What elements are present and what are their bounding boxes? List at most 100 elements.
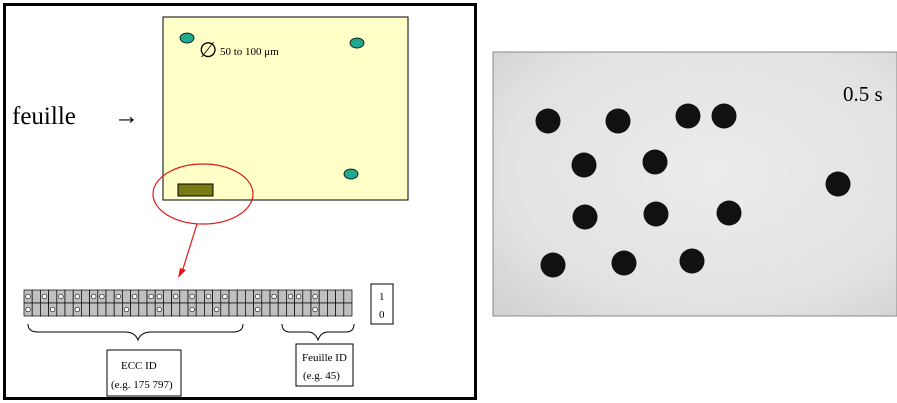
code-bit-mark (74, 306, 80, 313)
code-cell (122, 289, 131, 304)
highlight-ellipse (152, 163, 254, 225)
ecc-id-example: (e.g. 175 797) (111, 379, 173, 391)
code-bit-mark (25, 306, 31, 313)
code-cell (302, 302, 312, 317)
code-bit-mark (123, 306, 130, 313)
code-cell (269, 302, 279, 317)
code-cell (31, 289, 41, 304)
code-cell (48, 289, 58, 304)
code-cell (277, 289, 287, 304)
code-cell (179, 302, 189, 317)
code-cell (179, 289, 189, 304)
exposure-dot (711, 103, 737, 129)
code-cell (228, 302, 238, 317)
code-bit-mark (255, 306, 261, 313)
code-cell (286, 302, 295, 317)
exposure-dot (825, 171, 851, 197)
code-bit-mark (115, 293, 121, 300)
code-cell (261, 302, 271, 317)
feuille-id-brace (281, 323, 355, 342)
code-bit-mark (173, 293, 179, 300)
code-cell (81, 289, 90, 304)
exposure-dot (540, 252, 566, 278)
code-cell (40, 302, 49, 317)
exposure-dot (716, 200, 742, 226)
emulsion-sheet (162, 16, 409, 201)
exposure-dot (675, 103, 701, 129)
code-cell (245, 302, 254, 317)
code-cell (294, 302, 304, 317)
code-bit-mark (25, 293, 31, 300)
code-cell (138, 289, 148, 304)
code-cell (212, 289, 222, 304)
code-cell (64, 302, 74, 317)
code-cell (105, 289, 115, 304)
highlight-pointer-head (178, 268, 186, 278)
code-cell (220, 302, 230, 317)
code-bit-mark (41, 293, 48, 300)
feuille-id-label: Feuille ID (302, 352, 347, 364)
code-cell (343, 302, 353, 317)
reference-hole-top-right (349, 37, 365, 49)
code-cell (163, 302, 172, 317)
code-bit-mark (222, 293, 228, 300)
code-bit-mark (189, 293, 195, 300)
code-bit-mark (271, 293, 277, 300)
bit-stack-box (370, 283, 394, 325)
ecc-id-label: ECC ID (121, 360, 157, 372)
exposure-dot (611, 250, 637, 276)
exposure-dots (535, 103, 851, 278)
code-bit-mark (287, 293, 294, 300)
code-bit-mark (156, 306, 162, 313)
code-cell (318, 289, 328, 304)
code-bit-mark (189, 306, 195, 313)
code-cell (195, 289, 205, 304)
code-cell (31, 302, 41, 317)
code-cell (163, 289, 172, 304)
code-bit-mark (312, 293, 318, 300)
exposure-label: 0.5 s (843, 82, 883, 106)
code-cell (195, 302, 205, 317)
code-bit-mark (91, 293, 97, 300)
diameter-label: 50 to 100 μm (220, 46, 279, 58)
code-cell (277, 302, 287, 317)
code-cell (327, 289, 336, 304)
code-bit-mark (58, 293, 64, 300)
exposure-dot (642, 149, 668, 175)
left-panel: ∅ 50 to 100 μm feuille → 1 0 ECC ID (e.g… (3, 3, 477, 400)
code-cell (327, 302, 336, 317)
code-cell (335, 289, 345, 304)
code-cell (130, 302, 140, 317)
exposure-dot (535, 108, 561, 134)
reference-hole-bottom-right (343, 168, 359, 180)
feuille-id-box (295, 343, 354, 387)
bit-stack-bottom: 0 (379, 309, 385, 321)
code-bit-mark (50, 306, 56, 313)
exposure-dot (572, 204, 598, 230)
ecc-id-brace (27, 323, 244, 342)
code-cell (236, 302, 246, 317)
code-bit-mark (132, 293, 138, 300)
code-bit-mark (148, 293, 154, 300)
code-bit-mark (205, 293, 212, 300)
code-cell (81, 302, 90, 317)
code-cell (343, 289, 353, 304)
code-cell (56, 302, 66, 317)
sheet-label: feuille (12, 103, 76, 130)
right-panel: 0.5 s (492, 51, 897, 317)
code-cell (97, 302, 107, 317)
code-cell (302, 289, 312, 304)
code-cell (146, 302, 156, 317)
reference-hole-top-left (179, 32, 195, 44)
code-cell (245, 289, 254, 304)
code-cell (318, 302, 328, 317)
ecc-id-box (106, 349, 182, 397)
code-cell (236, 289, 246, 304)
exposure-dot (605, 108, 631, 134)
code-cell (261, 289, 271, 304)
code-cell (138, 302, 148, 317)
code-bit-mark (156, 293, 162, 300)
code-bit-mark (255, 293, 261, 300)
code-bit-mark (74, 293, 80, 300)
